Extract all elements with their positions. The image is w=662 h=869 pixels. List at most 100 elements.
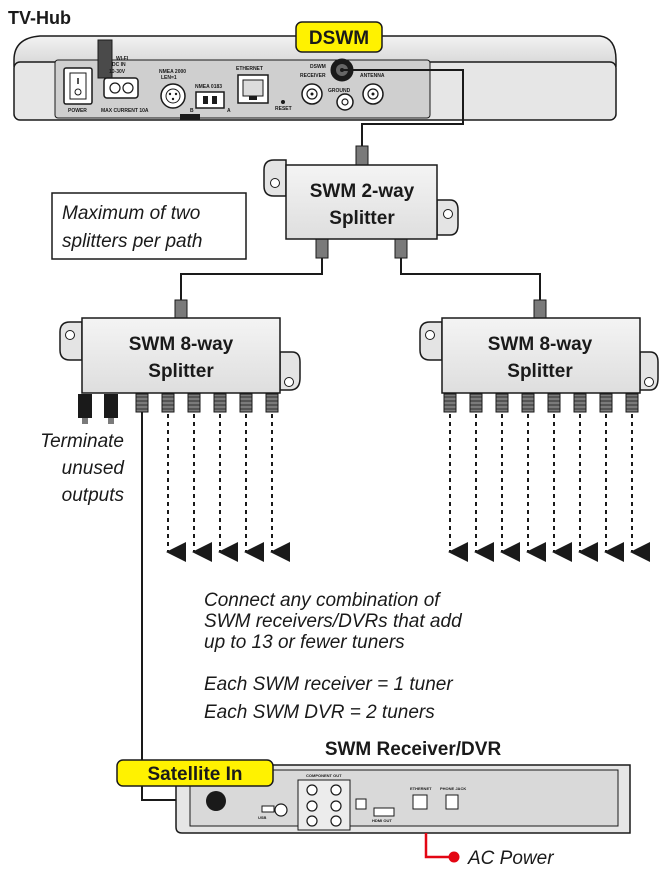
satellite-in-callout: Satellite In	[116, 759, 274, 787]
reset-button[interactable]	[281, 100, 285, 104]
component-out-jacks[interactable]	[306, 784, 342, 827]
svideo-port[interactable]	[274, 803, 288, 817]
splitter-output-port[interactable]	[161, 393, 175, 413]
dc-in-label: DC IN	[112, 62, 126, 68]
splitter-8way-right: SWM 8-way Splitter	[419, 317, 659, 394]
splitter-output-port[interactable]	[599, 393, 613, 413]
terminator-cap	[104, 394, 118, 424]
splitter-output-port[interactable]	[469, 393, 483, 413]
dswm-callout-label: DSWM	[309, 28, 369, 49]
terminator-cap	[78, 394, 92, 424]
splitter-output-port[interactable]	[135, 393, 149, 413]
usb-port[interactable]	[261, 805, 275, 813]
tv-hub-device: WI-FI POWER DC IN 10-30V MAX CURRENT 10A…	[13, 35, 617, 121]
splitter2-line2: Splitter	[329, 208, 395, 229]
ac-power-plug-icon	[448, 851, 460, 863]
power-switch[interactable]	[63, 67, 93, 105]
hub-ethernet-label: ETHERNET	[236, 66, 263, 72]
connect-line5: Each SWM DVR = 2 tuners	[204, 702, 435, 723]
connect-line1: Connect any combination of	[204, 590, 441, 611]
splitter8-left-outputs	[135, 393, 290, 562]
terminators	[78, 394, 118, 424]
connector-right8-in	[533, 299, 547, 321]
connectors	[174, 145, 547, 321]
satellite-in-label: Satellite In	[147, 764, 242, 785]
splitter-8way-left: SWM 8-way Splitter	[59, 317, 301, 394]
tv-hub-title: TV-Hub	[8, 8, 71, 28]
splitter-output-port[interactable]	[625, 393, 639, 413]
cable-splitter2-to-left	[180, 258, 323, 302]
max-note-line2: splitters per path	[62, 231, 202, 252]
hdmi-port[interactable]	[373, 807, 395, 817]
splitter-output-port[interactable]	[239, 393, 253, 413]
splitter8-left-line1: SWM 8-way	[129, 334, 234, 355]
nmea-a-label: A	[227, 108, 231, 114]
splitter-output-port[interactable]	[187, 393, 201, 413]
nmea-b-label: B	[190, 108, 194, 114]
nmea0183-port[interactable]	[195, 91, 225, 109]
receiver-ethernet-port[interactable]	[412, 794, 428, 810]
splitter-output-port[interactable]	[521, 393, 535, 413]
wifi-label: WI-FI	[116, 56, 129, 62]
splitter-2way: SWM 2-way Splitter	[263, 159, 459, 240]
usb-label: USB	[258, 815, 267, 820]
hub-antenna-port[interactable]	[362, 83, 384, 105]
hub-receiver-port[interactable]	[301, 83, 323, 105]
terminate-note: Terminate unused outputs	[40, 431, 125, 506]
max-note-line1: Maximum of two	[62, 203, 200, 224]
ground-terminal[interactable]	[336, 93, 354, 111]
splitter-output-port[interactable]	[495, 393, 509, 413]
optical-port[interactable]	[355, 798, 367, 810]
receiver-title: SWM Receiver/DVR	[325, 739, 502, 760]
satellite-in-port[interactable]	[206, 791, 226, 811]
cable-splitter2-to-right	[400, 258, 541, 302]
power-label: POWER	[68, 108, 87, 114]
cable-hub-to-splitter2	[342, 69, 464, 148]
splitter2-line1: SWM 2-way	[310, 181, 415, 202]
nmea0183-label: NMEA 0183	[195, 84, 222, 90]
nmea2000-port[interactable]	[160, 83, 186, 109]
splitter-output-port[interactable]	[213, 393, 227, 413]
receiver-ethernet-label: ETHERNET	[410, 786, 432, 791]
ground-label: GROUND	[328, 88, 351, 94]
terminate-line1: Terminate	[40, 431, 124, 452]
nmea2000-sub-label: LEN=1	[161, 75, 177, 81]
splitter8-left-line2: Splitter	[148, 361, 214, 382]
ac-power: AC Power	[424, 833, 554, 869]
terminate-line3: outputs	[62, 485, 125, 506]
max-current-label: MAX CURRENT 10A	[101, 108, 149, 114]
connector-left8-in	[174, 299, 188, 321]
connect-line4: Each SWM receiver = 1 tuner	[204, 674, 453, 695]
splitter-output-port[interactable]	[573, 393, 587, 413]
splitter8-right-line1: SWM 8-way	[488, 334, 593, 355]
hub-dswm-label: DSWM	[310, 64, 326, 70]
splitter8-right-line2: Splitter	[507, 361, 573, 382]
connect-line3: up to 13 or fewer tuners	[204, 632, 405, 653]
reset-label: RESET	[275, 106, 292, 112]
hub-antenna-label: ANTENNA	[360, 73, 385, 79]
connector-splitter2-out-a	[315, 237, 329, 259]
dc-range-label: 10-30V	[109, 69, 126, 75]
cable-splitter8-to-receiver	[141, 410, 195, 801]
connect-line2: SWM receivers/DVRs that add	[204, 611, 463, 632]
dc-in-port[interactable]	[103, 77, 139, 99]
connector-splitter2-out-b	[394, 237, 408, 259]
phone-jack-port[interactable]	[445, 794, 459, 810]
hdmi-label: HDMI OUT	[372, 818, 392, 823]
hub-receiver-label: RECEIVER	[300, 73, 326, 79]
splitter-output-port[interactable]	[265, 393, 279, 413]
hub-ethernet-port[interactable]	[237, 74, 269, 104]
phone-jack-label: PHONE JACK	[440, 786, 466, 791]
dswm-callout: DSWM	[295, 21, 383, 53]
connector-splitter2-in	[355, 145, 369, 167]
nmea2000-label: NMEA 2000	[159, 69, 186, 75]
splitter8-right-outputs	[443, 393, 650, 562]
splitter-output-port[interactable]	[547, 393, 561, 413]
connect-note: Connect any combination of SWM receivers…	[204, 590, 463, 723]
splitter-output-port[interactable]	[443, 393, 457, 413]
component-out-label: COMPONENT OUT	[306, 773, 342, 778]
max-splitters-note: Maximum of two splitters per path	[51, 192, 247, 260]
terminate-line2: unused	[62, 458, 126, 479]
ac-power-cord	[424, 833, 451, 859]
